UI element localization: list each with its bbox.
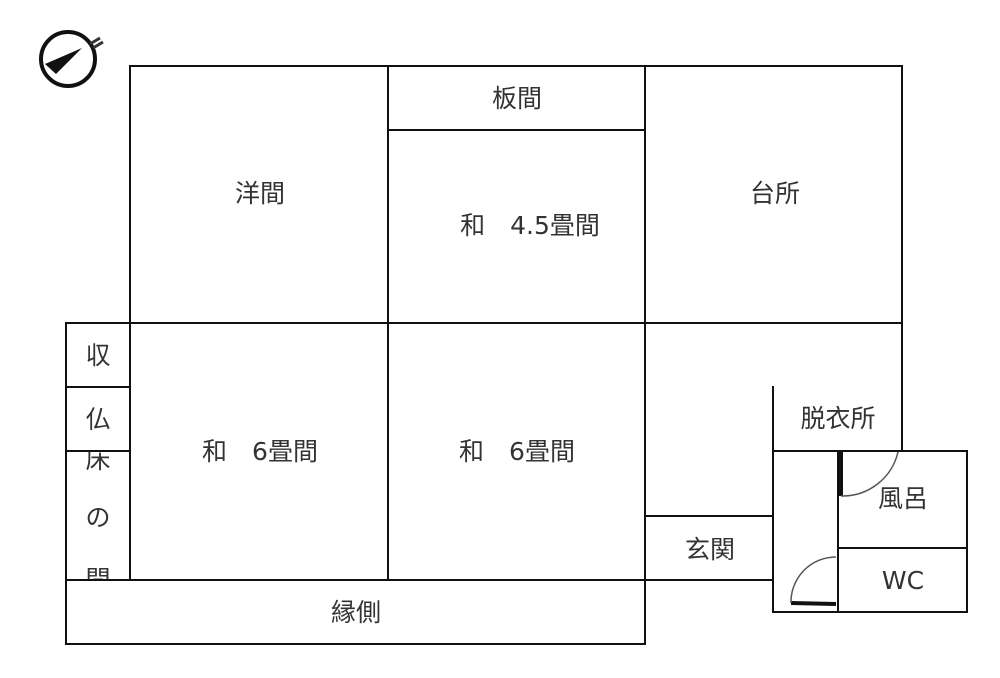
compass-icon	[39, 30, 104, 88]
room-wa-6-left: 和 6畳間	[202, 437, 318, 466]
room-wc: WC	[882, 566, 924, 595]
room-storage: 収	[85, 341, 110, 370]
room-tokonoma-2: の	[85, 503, 110, 532]
tokonoma-label-clip: 床 の 間	[85, 445, 110, 594]
room-wa-4.5: 和 4.5畳間	[460, 211, 600, 240]
room-furo: 風呂	[878, 484, 928, 513]
room-wa-6-right: 和 6畳間	[459, 437, 575, 466]
room-butsuma: 仏	[85, 405, 110, 434]
room-datsuijo: 脱衣所	[800, 404, 875, 433]
wc-door	[790, 556, 837, 606]
room-youma: 洋間	[235, 179, 285, 208]
room-tokonoma-3: 間	[85, 565, 110, 594]
room-tokonoma-1: 床	[85, 445, 110, 474]
room-itama: 板間	[492, 84, 542, 113]
room-engawa: 縁側	[331, 598, 381, 627]
room-daidokoro: 台所	[750, 179, 800, 208]
room-genkan: 玄関	[685, 535, 735, 564]
walls	[65, 65, 968, 645]
bath-door	[839, 451, 899, 497]
